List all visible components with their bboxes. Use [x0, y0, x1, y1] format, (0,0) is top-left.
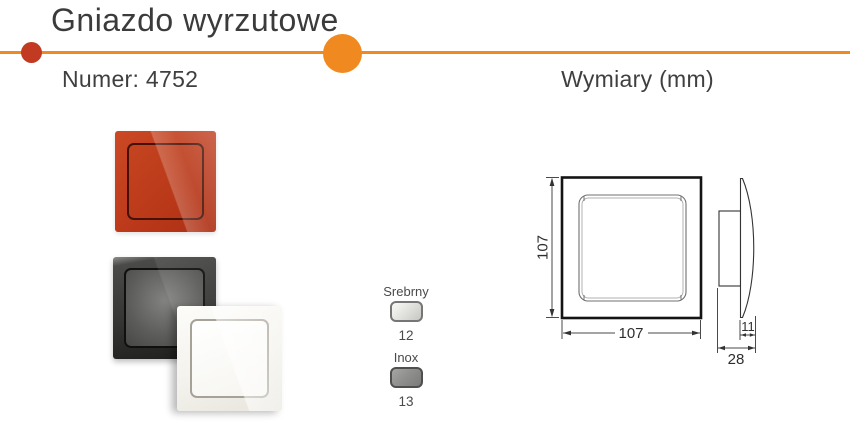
- dim-face-depth-label: 11: [741, 319, 755, 334]
- dim-front-height: 107: [535, 177, 559, 318]
- swatch-chip-inox: [389, 367, 423, 388]
- front-view-drawing: [560, 176, 703, 320]
- red-bullet-dot: [21, 42, 42, 63]
- red-plate-button: [127, 143, 204, 220]
- swatch-label-srebrny: Srebrny: [383, 284, 429, 299]
- dim-total-depth-label: 28: [728, 351, 745, 368]
- dimensions-heading: Wymiary (mm): [561, 66, 714, 92]
- dim-face-depth: 11: [739, 316, 756, 353]
- product-photo-red-plate: [115, 131, 216, 232]
- product-photo-white-plate: [177, 306, 282, 411]
- page-title: Gniazdo wyrzutowe: [51, 2, 339, 38]
- white-plate-button: [190, 319, 269, 398]
- swatch-chip-srebrny: [389, 301, 423, 322]
- swatch-label-inox: Inox: [393, 350, 419, 365]
- side-view-drawing: [718, 177, 755, 319]
- swatch-code-inox: 13: [398, 394, 414, 409]
- dim-width-label: 107: [618, 325, 643, 342]
- dim-front-width: 107: [561, 320, 701, 342]
- orange-bullet-dot: [323, 34, 362, 73]
- dim-height-label: 107: [535, 235, 552, 260]
- accent-divider-line: [0, 51, 850, 54]
- color-swatch-list: Srebrny 12 Inox 13: [374, 284, 438, 416]
- dimension-drawing: 107 107 11: [535, 176, 756, 368]
- product-number: Numer: 4752: [62, 66, 199, 92]
- swatch-item-inox: Inox 13: [374, 350, 438, 409]
- swatch-item-srebrny: Srebrny 12: [374, 284, 438, 343]
- swatch-code-srebrny: 12: [398, 328, 414, 343]
- dim-total-depth: 28: [717, 288, 755, 368]
